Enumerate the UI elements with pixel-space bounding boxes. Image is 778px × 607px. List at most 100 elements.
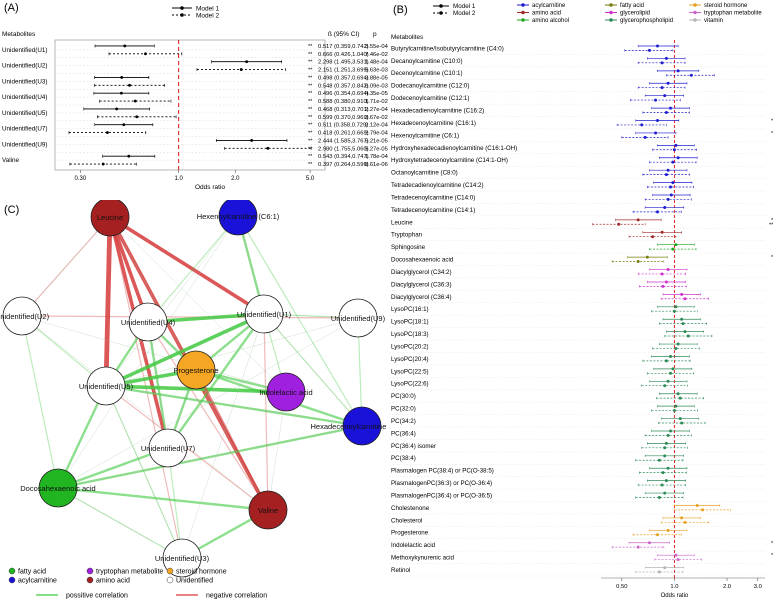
network-edge-faint <box>105 385 183 559</box>
estimate-point <box>669 185 673 189</box>
estimate-point <box>660 230 664 234</box>
estimate-point <box>669 106 673 110</box>
legend-edge-label: negative correlation <box>206 593 267 600</box>
sig-marker: ** <box>308 146 313 152</box>
sig-marker: ** <box>308 123 313 129</box>
ci-text: 0.496 (0.354,0.694) <box>318 91 369 97</box>
network-node-label: Unidentified(U3) <box>155 554 210 563</box>
x-tick-label: 1.0 <box>174 176 183 182</box>
estimate-point <box>647 541 651 545</box>
sig-marker: * <box>771 255 774 261</box>
row-label: Unidentified(U2) <box>2 63 48 70</box>
row-label: LysoPC(18:1) <box>391 319 429 326</box>
network-edge-faint <box>105 215 239 387</box>
estimate-point <box>636 260 640 264</box>
p-text: 1.48e-04 <box>365 60 389 66</box>
ci-text: 0.511 (0.358,0.729) <box>318 123 368 129</box>
ci-text: 0.599 (0.370,0.969) <box>318 115 369 121</box>
legend-class-label: amino acid <box>96 578 130 585</box>
col-beta: ß (95% CI) <box>328 31 359 38</box>
legend-class-swatch <box>8 567 16 575</box>
row-label: PC(38:4) <box>391 455 416 462</box>
estimate-point <box>683 297 687 301</box>
legend-class-dot <box>521 3 525 7</box>
estimate-point <box>654 131 658 135</box>
estimate-point <box>680 421 684 425</box>
estimate-point <box>689 73 693 77</box>
estimate-point <box>664 56 668 60</box>
estimate-point <box>676 156 680 160</box>
p-text: 6.09e-03 <box>365 83 388 89</box>
estimate-point <box>663 491 667 495</box>
row-label: Indolelactic acid <box>391 542 436 549</box>
row-label: Tetradecenoylcarnitine (C14:1) <box>391 207 475 214</box>
sig-marker: ** <box>308 154 313 160</box>
row-label: Dodecanoylcarnitine (C12:0) <box>391 83 469 90</box>
row-label: Tryptophan <box>391 232 423 239</box>
row-label: PC(30:0) <box>391 393 416 400</box>
estimate-point <box>663 384 667 388</box>
ci-text: 0.517 (0.359,0.742) <box>318 44 369 50</box>
sig-marker: ** <box>308 115 313 121</box>
network-edge <box>103 216 113 387</box>
sig-marker: * <box>771 131 774 137</box>
p-text: 3.55e-04 <box>365 44 389 50</box>
estimate-point <box>663 566 667 570</box>
estimate-point <box>657 458 661 462</box>
estimate-point <box>144 52 147 56</box>
network-edge-faint <box>57 425 363 489</box>
estimate-point <box>671 367 675 371</box>
estimate-point <box>674 305 678 309</box>
estimate-point <box>664 111 668 115</box>
estimate-point <box>669 371 673 375</box>
estimate-point <box>678 396 682 400</box>
legend-class-dot <box>521 10 525 15</box>
network-node <box>176 350 216 390</box>
network-edge-faint <box>109 216 287 393</box>
x-tick-label: 0.30 <box>74 176 86 182</box>
row-label: PC(32:0) <box>391 406 416 413</box>
x-tick-label: 3.0 <box>754 584 762 590</box>
sig-marker: ** <box>308 83 313 89</box>
row-label: Unidentified(U4) <box>2 94 48 101</box>
estimate-point <box>636 545 640 549</box>
network-node-label: Unidentified(U1) <box>237 310 292 319</box>
estimate-point <box>701 508 705 512</box>
estimate-point <box>664 479 668 483</box>
estimate-point <box>655 119 659 123</box>
estimate-point <box>657 570 661 574</box>
estimate-point <box>120 76 124 79</box>
estimate-point <box>666 379 670 383</box>
network-node-label: Unidentified(U4) <box>121 318 176 327</box>
estimate-point <box>135 115 139 119</box>
estimate-point <box>664 441 668 445</box>
estimate-point <box>664 280 668 284</box>
row-label: PC(36:4) isomer <box>391 443 436 450</box>
ci-text: 2.151 (1.251,3.699) <box>318 68 369 74</box>
x-tick-label: 5.0 <box>306 176 315 182</box>
legend-class-label: acylcarnitine <box>532 3 566 9</box>
estimate-point <box>666 268 670 272</box>
row-label: PlasmalogenPC(36:4) or PC(O-36:5) <box>391 492 492 499</box>
estimate-point <box>647 48 651 52</box>
legend-model1-label: Model 1 <box>196 6 220 13</box>
row-label: Sphingosine <box>391 244 426 251</box>
sig-marker: ** <box>308 75 313 81</box>
network-edge <box>109 215 265 316</box>
estimate-point <box>695 503 699 507</box>
estimate-point <box>655 210 659 214</box>
network-node-label: Hexadecenoylcarnitine (C16:1) <box>311 422 389 431</box>
estimate-point <box>128 83 131 87</box>
network-edge-faint <box>105 317 359 387</box>
estimate-point <box>666 81 670 85</box>
estimate-point <box>643 135 647 139</box>
row-label: Cholestenone <box>391 505 430 512</box>
row-label: Decenoylcarnitine (C10:1) <box>391 70 463 77</box>
estimate-point <box>683 330 687 334</box>
estimate-point <box>660 483 664 487</box>
p-text: 5.63e-03 <box>365 68 388 74</box>
estimate-point <box>666 433 670 437</box>
legend-model2-dot <box>180 13 184 17</box>
estimate-point <box>683 520 687 524</box>
x-axis-label: Odds ratio <box>195 184 225 191</box>
